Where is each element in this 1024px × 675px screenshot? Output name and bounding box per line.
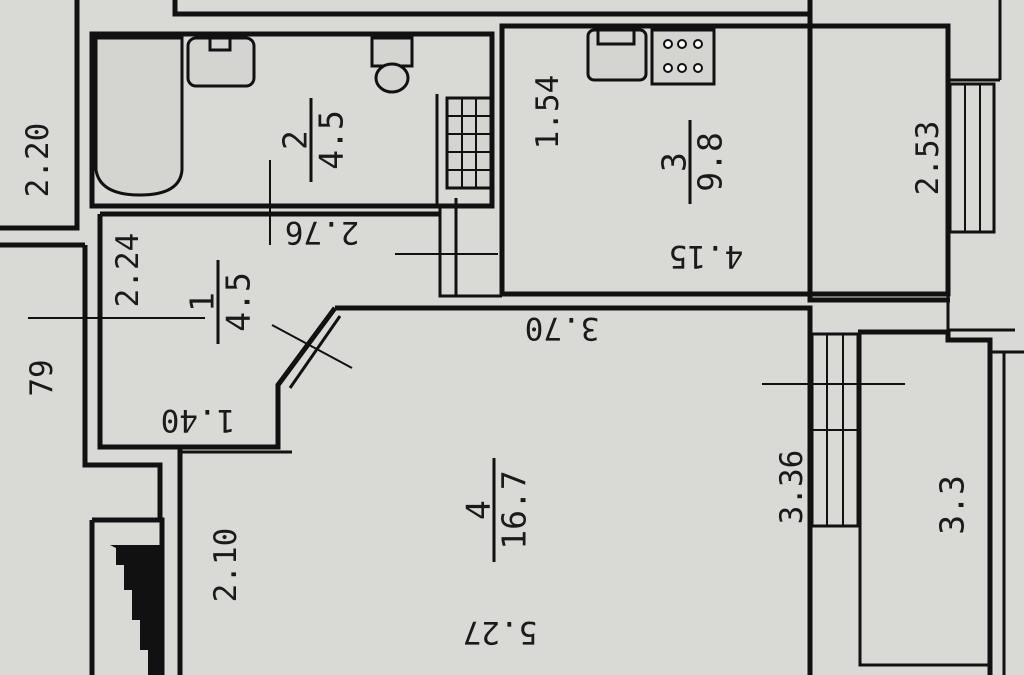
dim-living-bottom: 5.27: [463, 614, 538, 650]
kitchen-window: [948, 82, 996, 234]
stove-icon: [650, 28, 716, 86]
dim-kitchen-side: 1.54: [530, 75, 566, 150]
room-4-label: 4 16.7: [459, 458, 534, 562]
dim-left-mid: 79: [24, 359, 60, 396]
bathtub-fixture: [94, 36, 184, 197]
room-3-label: 3 9.8: [655, 120, 730, 204]
dim-hall-width: 2.24: [110, 233, 146, 308]
dim-left-top: 2.20: [20, 123, 56, 198]
dim-living-left: 2.10: [208, 528, 244, 603]
room-1-label: 1 4.5: [183, 260, 258, 344]
room-3-area: 9.8: [691, 132, 730, 192]
room-2-label: 2 4.5: [276, 98, 351, 182]
room-4-area: 16.7: [495, 470, 534, 549]
balcony-walls: [858, 329, 1024, 675]
stair-shaft: [89, 517, 165, 675]
sink-fixture: [186, 36, 256, 88]
toilet-fixture: [370, 36, 414, 94]
kitchen-sink-fixture: [586, 28, 648, 82]
room-2-area: 4.5: [312, 110, 351, 170]
dim-kitchen-width: 2.53: [910, 121, 946, 196]
dim-living-right: 3.36: [774, 450, 810, 525]
door-swing-mark: [271, 324, 353, 369]
dim-hall-length: 1.40: [161, 402, 236, 438]
room-4-living-walls: [177, 305, 813, 675]
dim-living-top: 3.70: [525, 310, 600, 346]
room-2-number: 2: [276, 130, 315, 150]
vent-grid-icon: [445, 96, 493, 190]
room-1-number: 1: [183, 292, 222, 312]
dim-bath-length: 2.76: [285, 214, 360, 250]
room-1-area: 4.5: [219, 272, 258, 332]
dim-kitchen-length: 4.15: [669, 238, 744, 274]
room-3-number: 3: [655, 152, 694, 172]
room-4-number: 4: [459, 500, 498, 520]
living-window: [810, 332, 860, 528]
balcony-area: 3.3: [933, 475, 972, 535]
room-3-kitchen-walls: [438, 23, 951, 298]
